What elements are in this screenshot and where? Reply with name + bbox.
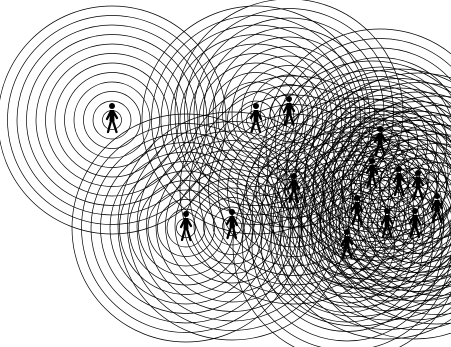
person-leg	[257, 121, 260, 132]
person-head	[354, 195, 360, 201]
person-leg	[285, 114, 288, 125]
person-head	[415, 170, 421, 176]
walking-person-icon	[251, 103, 261, 132]
person-leg	[414, 188, 417, 199]
person-leg	[228, 227, 232, 238]
person-head	[291, 173, 297, 179]
person-head	[286, 96, 292, 102]
person-leg	[395, 184, 398, 195]
walking-person-icon	[413, 170, 423, 199]
person-head	[229, 209, 235, 215]
person-head	[109, 103, 115, 109]
person-head	[344, 229, 350, 235]
ripple-ring	[399, 172, 451, 248]
person-head	[412, 208, 418, 214]
person-head	[377, 126, 383, 132]
person-leg	[108, 121, 111, 132]
person-head	[396, 166, 402, 172]
person-leg	[353, 213, 356, 224]
person-head	[434, 193, 440, 199]
person-head	[183, 211, 189, 217]
person-leg	[416, 226, 419, 237]
walking-person-icon	[382, 208, 392, 237]
walking-person-icon	[367, 158, 377, 187]
person-leg	[182, 229, 185, 240]
person-head	[253, 103, 259, 109]
person-leg	[187, 229, 191, 240]
walking-person-icon	[107, 103, 117, 132]
person-leg	[113, 121, 117, 132]
person-head	[369, 158, 375, 164]
person-head	[384, 208, 390, 214]
